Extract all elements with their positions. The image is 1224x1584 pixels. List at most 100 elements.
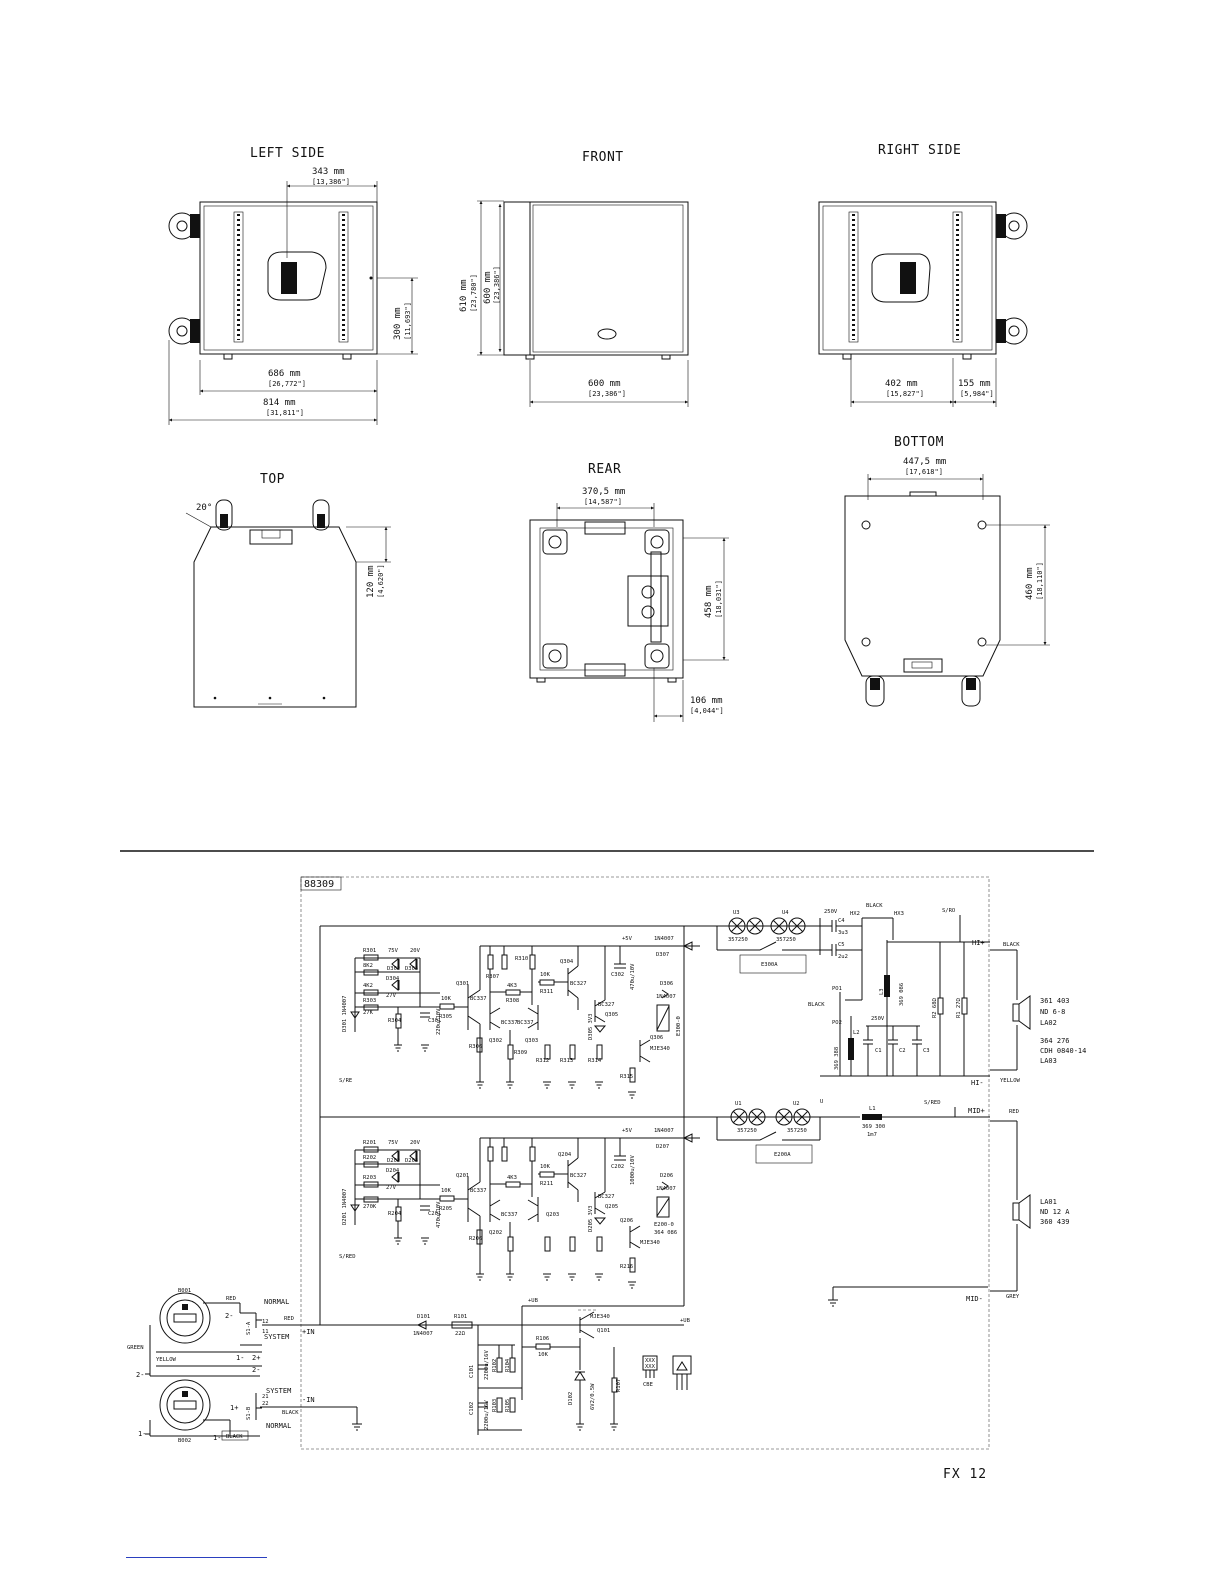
handle-icon: [871, 253, 931, 303]
connector-panel: [627, 575, 669, 627]
svg-text:R310: R310: [515, 956, 528, 962]
hf-spk-f: LA03: [1040, 1057, 1057, 1065]
svg-text:22Ω: 22Ω: [455, 1331, 466, 1337]
handle-icon: [267, 251, 327, 301]
wheel-icon: [542, 643, 568, 669]
svg-text:Q203: Q203: [546, 1212, 559, 1218]
foot-icon: [861, 520, 871, 530]
svg-text:10K: 10K: [441, 1188, 452, 1194]
svg-text:R2 68Ω: R2 68Ω: [932, 997, 938, 1018]
svg-text:R202: R202: [363, 1155, 376, 1161]
svg-text:S1-A: S1-A: [246, 1321, 252, 1335]
svg-text:R1 27Ω: R1 27Ω: [956, 997, 962, 1018]
svg-text:Q301: Q301: [456, 981, 469, 987]
foot-icon: [977, 520, 987, 530]
svg-text:C201: C201: [428, 1211, 441, 1217]
lamp-icon: [748, 1108, 766, 1126]
wire-grey: GREY: [1006, 1294, 1020, 1300]
wire-black2: BLACK: [226, 1434, 243, 1440]
right-side-view: RIGHT SIDE 402 mm [15,827"] 155 mm [5,98…: [818, 143, 1028, 407]
hf-spk-b: ND 6-8: [1040, 1008, 1065, 1016]
svg-text:Q202: Q202: [489, 1230, 502, 1236]
svg-text:BC327: BC327: [570, 1173, 587, 1179]
ground-icon: [628, 1091, 636, 1099]
dim-height: 300 mm: [393, 307, 403, 340]
dim-rear-d: 106 mm: [690, 696, 723, 706]
svg-text:2+: 2+: [252, 1354, 260, 1362]
svg-text:U4: U4: [782, 910, 789, 916]
ground-icon: [568, 1273, 576, 1281]
dim-rear-w-in: [14,587"]: [584, 498, 622, 506]
svg-text:BLACK: BLACK: [282, 1410, 299, 1416]
svg-text:S/RED: S/RED: [924, 1100, 941, 1106]
svg-text:22: 22: [262, 1401, 269, 1407]
switch-normal2: NORMAL: [266, 1422, 291, 1430]
svg-text:R308: R308: [506, 998, 519, 1004]
dim-rear-h-in: [18,031"]: [715, 580, 723, 618]
foot-icon: [977, 637, 987, 647]
switch-system2: SYSTEM: [266, 1387, 291, 1395]
svg-text:Q306: Q306: [650, 1035, 663, 1041]
svg-text:L2: L2: [853, 1030, 860, 1036]
svg-text:BC327: BC327: [598, 1194, 615, 1200]
hf-spk-d: 364 276: [1040, 1037, 1070, 1045]
top-view: TOP 20° 120 mm [4,620"]: [185, 472, 391, 708]
svg-text:357250: 357250: [787, 1128, 807, 1134]
dim-height-in: [11,693"]: [404, 302, 412, 340]
dim-total-in: [31,811"]: [266, 409, 304, 417]
svg-text:D306: D306: [660, 981, 673, 987]
lf-sense-label: S/RED: [339, 1254, 356, 1260]
svg-text:+5V: +5V: [622, 1128, 633, 1134]
svg-text:4K3: 4K3: [507, 1175, 517, 1181]
svg-text:BC337: BC337: [517, 1020, 534, 1026]
svg-text:R216: R216: [620, 1264, 633, 1270]
ground-icon: [543, 1081, 551, 1089]
ground-icon: [543, 1273, 551, 1281]
svg-text:BC327: BC327: [598, 1002, 615, 1008]
svg-text:B002: B002: [178, 1438, 191, 1444]
svg-text:75V: 75V: [388, 948, 399, 954]
svg-text:PO1: PO1: [832, 986, 842, 992]
svg-text:D305 3V3: D305 3V3: [588, 1014, 594, 1041]
ground-icon: [568, 1081, 576, 1089]
lamp-icon: [770, 917, 788, 935]
dim-rear-w: 370,5 mm: [582, 487, 625, 497]
svg-text:U1: U1: [735, 1101, 742, 1107]
dim-top-h: 120 mm: [366, 565, 376, 598]
svg-text:R306: R306: [469, 1044, 482, 1050]
svg-text:E300-0: E300-0: [676, 1016, 682, 1036]
svg-text:R103: R103: [492, 1399, 498, 1412]
lamp-icon: [793, 1108, 811, 1126]
svg-text:C5: C5: [838, 942, 845, 948]
lf-spk-a: LA01: [1040, 1198, 1057, 1206]
wheel-icon: [215, 499, 233, 531]
dim-handle: 343 mm: [312, 167, 345, 177]
dim-h-inner-in: [23,386"]: [493, 266, 501, 304]
speaker-icon: [1012, 995, 1031, 1030]
svg-text:R203: R203: [363, 1175, 376, 1181]
svg-text:2-: 2-: [252, 1366, 260, 1374]
svg-text:C101: C101: [469, 1365, 475, 1378]
mid-minus-label: MID-: [966, 1295, 983, 1303]
svg-text:D301 1N4007: D301 1N4007: [342, 996, 348, 1032]
svg-text:R301: R301: [363, 948, 376, 954]
svg-text:D102: D102: [568, 1392, 574, 1405]
svg-text:1N4007: 1N4007: [654, 1128, 674, 1134]
svg-text:27V: 27V: [386, 993, 397, 999]
svg-text:U: U: [820, 1099, 823, 1105]
svg-text:R304: R304: [388, 1018, 402, 1024]
svg-text:R106: R106: [536, 1336, 549, 1342]
svg-text:D206: D206: [660, 1173, 673, 1179]
svg-text:Q201: Q201: [456, 1173, 469, 1179]
svg-text:R201: R201: [363, 1140, 376, 1146]
dim-right-b: 155 mm: [958, 379, 991, 389]
svg-text:Q101: Q101: [597, 1328, 610, 1334]
svg-text:1N4007: 1N4007: [413, 1331, 433, 1337]
svg-text:R313: R313: [560, 1058, 573, 1064]
svg-text:Q304: Q304: [560, 959, 574, 965]
dim-right-a: 402 mm: [885, 379, 918, 389]
